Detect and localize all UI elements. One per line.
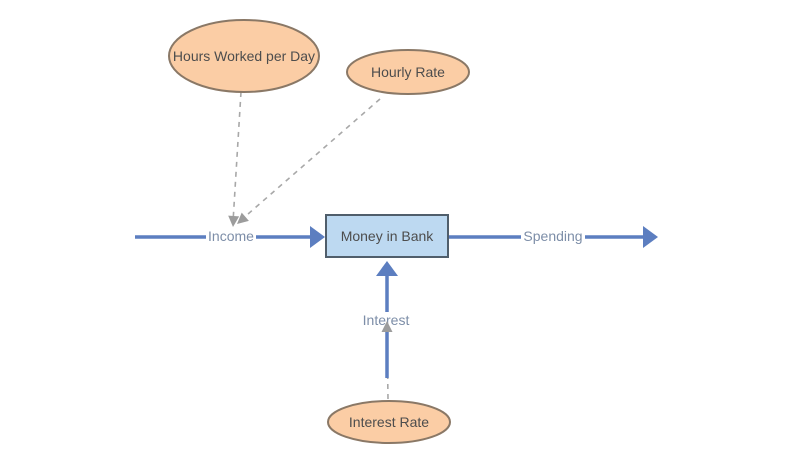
flow-arrowhead-icon: [376, 261, 398, 276]
link-interestrate-to-interest[interactable]: [386, 328, 389, 400]
stock-rect: [325, 214, 449, 258]
link-line: [386, 328, 389, 400]
flow-arrowhead-icon: [643, 226, 658, 248]
flow-interest[interactable]: Interest: [360, 261, 412, 378]
variable-hourly-rate[interactable]: Hourly Rate: [346, 49, 470, 95]
stock-label: Money in Bank: [341, 228, 435, 244]
link-line: [232, 91, 242, 223]
variable-hours-worked-per-day[interactable]: Hours Worked per Day: [168, 19, 320, 93]
flow-label-interest: Interest: [363, 312, 410, 328]
variable-ellipse: [346, 49, 470, 95]
variable-ellipse: [327, 400, 451, 444]
link-arrowhead-icon: [381, 321, 393, 332]
flow-income[interactable]: Income: [135, 226, 325, 248]
variable-ellipse: [168, 19, 320, 93]
link-arrowhead-icon: [228, 215, 240, 227]
variable-label: Hourly Rate: [371, 64, 445, 80]
link-line: [239, 98, 381, 222]
variable-label: Hours Worked per Day: [173, 48, 315, 64]
flow-label-bg: [206, 229, 256, 244]
link-arrowhead-icon: [237, 212, 249, 224]
variable-label: Interest Rate: [349, 414, 429, 430]
link-hourlyrate-to-income[interactable]: [233, 98, 381, 228]
stock-money-in-bank[interactable]: Money in Bank: [325, 214, 449, 258]
flow-arrowhead-icon: [310, 226, 325, 248]
flow-label-bg: [360, 312, 412, 327]
flow-label-spending: Spending: [523, 228, 582, 244]
flow-label-income: Income: [208, 228, 254, 244]
link-hours-to-income[interactable]: [228, 91, 242, 227]
flow-label-bg: [521, 229, 585, 244]
flow-spending[interactable]: Spending: [448, 226, 658, 248]
variable-interest-rate[interactable]: Interest Rate: [327, 400, 451, 444]
